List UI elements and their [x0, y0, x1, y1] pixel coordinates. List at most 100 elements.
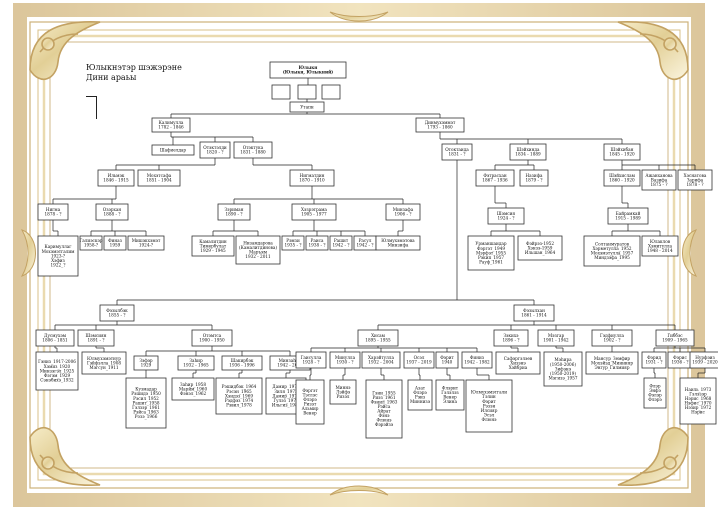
person-label-line: Розэ_1966 [135, 414, 158, 419]
person-label-line: Нэфис_1970 [684, 401, 711, 406]
person-box [583, 235, 641, 267]
corner-ornament-bottom-left [29, 426, 101, 487]
person-label-line: 1948 - 2014 [647, 248, 673, 253]
person-label-line: Хэмитулла [648, 243, 672, 248]
person-label-line: Хэндэз_1969 [225, 393, 253, 398]
person-label-line: 1922_? [51, 262, 67, 267]
person-label-line: Отэктэлди [203, 145, 227, 150]
person-label-line: Зэриман [225, 207, 244, 212]
person-label-line: Гэлзэр_1961 [132, 405, 160, 410]
person-label-line: 1936 - 1996 [229, 363, 255, 368]
person-label-line: Мэзгар [548, 333, 565, 338]
person-box [295, 379, 325, 425]
person-box [655, 329, 695, 347]
person-label-line: Маръям [249, 250, 268, 255]
person-label-line: 1867 - 1936 [482, 178, 508, 183]
person-box [329, 235, 353, 251]
corner-ornament-bottom-right [617, 426, 689, 487]
person-node-nazil: Наиль_1973ГэлэзэрНэрис_1968Нэфис_1970Нэз… [679, 377, 717, 425]
person-label-line: Нигматдин [300, 173, 325, 178]
person-label-line: 1936 - ? [672, 360, 690, 365]
person-label-line: Ильшан_1964 [525, 250, 556, 255]
person-label-line: 1861 - 1914 [521, 313, 547, 318]
person-label-line: Утапн [300, 104, 314, 109]
person-box [329, 379, 357, 405]
person-label-line: Нэрис [691, 410, 705, 415]
person-label-line: Гэлин [482, 394, 496, 399]
person-label-line: 1959 [110, 243, 121, 248]
person-label-line: Энфэ [649, 388, 661, 393]
person-label-line: Рэсэн_1965 [226, 389, 252, 394]
person-box [407, 379, 433, 411]
person-label-line: Дамир_1972 [272, 384, 300, 389]
person-label-line: 1902 - ? [604, 338, 622, 343]
person-node-mansur: Мансур_ЗемфирМохэйэд_МинниярЭнгур_Гилмия… [585, 351, 639, 375]
person-label-line: Отэмтса [203, 333, 222, 338]
person-label-line: Рэшидбэк_1964 [222, 384, 257, 389]
person-label-line: 1831 - ? [449, 152, 467, 157]
person-box [137, 169, 181, 187]
person-label-line: Мохэмэтулла_1957 [591, 251, 634, 256]
person-label-line: Рэвил_1978 [226, 402, 252, 407]
person-label-line: Осэл [414, 355, 425, 360]
person-box [365, 379, 403, 439]
poster-title: Юлыкнэтэр шэжэрэнe Дини араьы [86, 63, 182, 83]
person-box [269, 61, 347, 79]
person-label-line: Нигма [46, 207, 61, 212]
person-label-line: 1942 - 2004 [277, 363, 303, 368]
person-label-line: 1860 - 1920 [609, 178, 635, 183]
person-label-line: Фэлэр [648, 393, 662, 398]
person-box [95, 203, 129, 221]
person-label-line: Расул [359, 238, 372, 243]
person-label-line: 1905 - 1977 [301, 212, 327, 217]
person-label-line: Элина [443, 399, 457, 404]
person-label-line: Фэрэйзэ [375, 422, 394, 427]
person-box [513, 304, 555, 322]
person-label-line: Солтанмуратов [595, 241, 630, 246]
person-node-kuzmadar: КузмадарРэшидэ_1950Рэсил_1952Рашит_1958Г… [125, 377, 167, 429]
person-label-line: Динмухэммэт [425, 120, 456, 125]
person-box [591, 329, 633, 347]
person-box [151, 144, 195, 156]
person-box [435, 351, 459, 369]
person-label-line: Гулэз_1978 [273, 398, 299, 403]
person-box [543, 351, 583, 387]
person-label-line: Фэрит [440, 355, 454, 360]
person-node-utan: Утапн [289, 101, 325, 113]
person-label-line: 1937 - 2019 [406, 360, 432, 365]
person-label-line: Рэсил_1952 [133, 396, 159, 401]
person-label-line: Фэзылбэк [106, 308, 128, 313]
connector-lines [52, 78, 706, 380]
person-label-line: Юлыкн [299, 65, 318, 70]
person-label-line: 1915 - 1989 [615, 216, 641, 221]
person-label-line: Венер [443, 395, 457, 400]
person-label-line: Рэйса [378, 404, 391, 409]
person-label-line: 1793 - 1860 [427, 125, 453, 130]
person-label-line: 1906 - ? [395, 212, 413, 217]
person-label-line: Юлмухэмэтгали [471, 390, 507, 395]
person-label-line: Минзэгэл_1925 [40, 368, 75, 373]
person-label-line: 1930 - ? [337, 360, 355, 365]
person-label-line: Камалитдин [199, 239, 227, 244]
person-node-solthanmuratov: СолтанмуратовХэрметулла_1952Мохэмэтулла_… [583, 235, 641, 267]
person-label-line: (1950-2006) [550, 362, 576, 367]
person-label-line: 1932 - 2004 [368, 360, 394, 365]
person-box [415, 117, 465, 133]
person-label-line: 1896 - ? [503, 338, 521, 343]
person-label-line: 1928 - ? [303, 360, 321, 365]
person-label-line: 1895 - 1955 [365, 338, 391, 343]
